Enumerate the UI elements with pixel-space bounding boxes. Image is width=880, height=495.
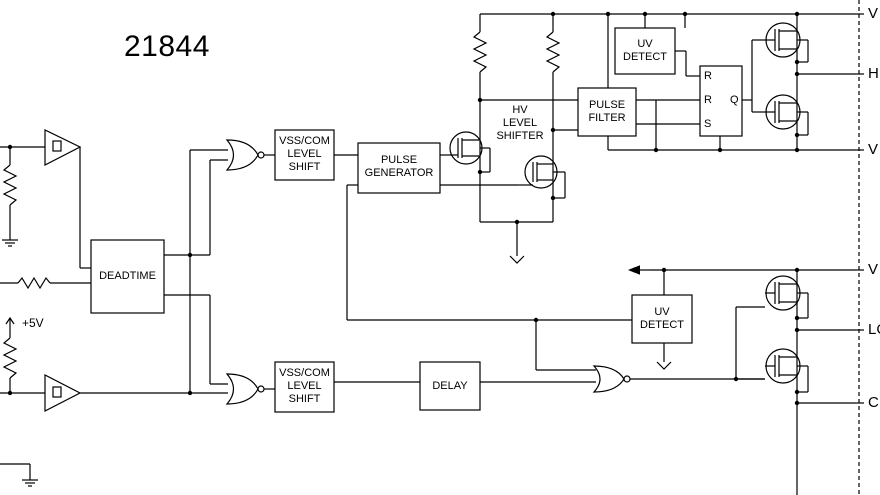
nor-gate-delay bbox=[592, 365, 625, 393]
label-line: VSS/COM bbox=[279, 135, 330, 147]
supply-label: +5V bbox=[22, 316, 44, 330]
uv-detect-top-label: UV DETECT bbox=[615, 38, 675, 64]
nor-gate-bottom bbox=[225, 373, 259, 405]
hv-resistor-left bbox=[472, 31, 488, 73]
series-resistor bbox=[17, 276, 51, 290]
uv-detect-bottom-label: UV DETECT bbox=[632, 306, 692, 332]
part-number-title: 21844 bbox=[124, 30, 210, 63]
label-line: VSS/COM bbox=[279, 367, 330, 379]
label-line: SHIFT bbox=[288, 161, 321, 173]
ff-r2-label: R bbox=[704, 94, 712, 106]
schmitt-buffer-top bbox=[44, 129, 82, 166]
rs-flipflop bbox=[699, 65, 743, 137]
pin-label: LC bbox=[868, 321, 880, 338]
pulse-filter-label: PULSE FILTER bbox=[578, 99, 636, 125]
label-line: LEVEL bbox=[287, 148, 322, 160]
label-line: DETECT bbox=[640, 319, 684, 331]
pulse-generator-block bbox=[357, 142, 441, 194]
pin-label: V bbox=[868, 261, 879, 278]
hv-resistor-right bbox=[545, 31, 561, 73]
pin-label: V bbox=[868, 141, 879, 158]
pulldown-resistor-top bbox=[2, 164, 18, 206]
label-line: HV bbox=[512, 104, 528, 116]
hv-level-shifter-label: HV LEVEL SHIFTER bbox=[490, 104, 550, 143]
label-line: LEVEL bbox=[287, 380, 322, 392]
ff-r1-label: R bbox=[704, 70, 712, 82]
label-line: FILTER bbox=[588, 112, 626, 124]
pullup-resistor bbox=[2, 337, 18, 379]
label-line: PULSE bbox=[588, 99, 626, 111]
pin-label: V bbox=[868, 5, 879, 22]
ff-s-label: S bbox=[704, 118, 712, 130]
label-line: GENERATOR bbox=[364, 167, 434, 179]
hv-mosfet-2 bbox=[524, 155, 558, 189]
delay-block bbox=[419, 361, 481, 411]
label-line: SHIFT bbox=[288, 393, 321, 405]
pin-label: C bbox=[868, 394, 879, 411]
level-shift-top-label: VSS/COM LEVEL SHIFT bbox=[275, 135, 334, 174]
nor-gate-top bbox=[225, 139, 259, 171]
deadtime-label: DEADTIME bbox=[99, 270, 156, 282]
level-shift-bottom-label: VSS/COM LEVEL SHIFT bbox=[275, 367, 334, 406]
label-line: UV bbox=[637, 38, 653, 50]
label-line: LEVEL bbox=[502, 117, 538, 129]
schmitt-buffer-bottom bbox=[44, 374, 82, 412]
pulse-generator-label: PULSE GENERATOR bbox=[358, 154, 440, 180]
ff-q-label: Q bbox=[730, 94, 739, 106]
pin-label: H bbox=[868, 65, 879, 82]
level-shift-bottom-block bbox=[274, 361, 335, 413]
label-line: UV bbox=[654, 306, 670, 318]
hv-mosfet-1 bbox=[449, 131, 483, 165]
label-line: DETECT bbox=[623, 51, 667, 63]
junction-dots bbox=[7, 11, 800, 406]
label-line: PULSE bbox=[380, 154, 418, 166]
label-line: SHIFTER bbox=[496, 130, 544, 142]
deadtime-block bbox=[90, 239, 165, 314]
pulse-filter-block bbox=[577, 87, 637, 137]
uv-detect-bottom-block bbox=[631, 294, 693, 344]
delay-label: DELAY bbox=[432, 380, 468, 392]
